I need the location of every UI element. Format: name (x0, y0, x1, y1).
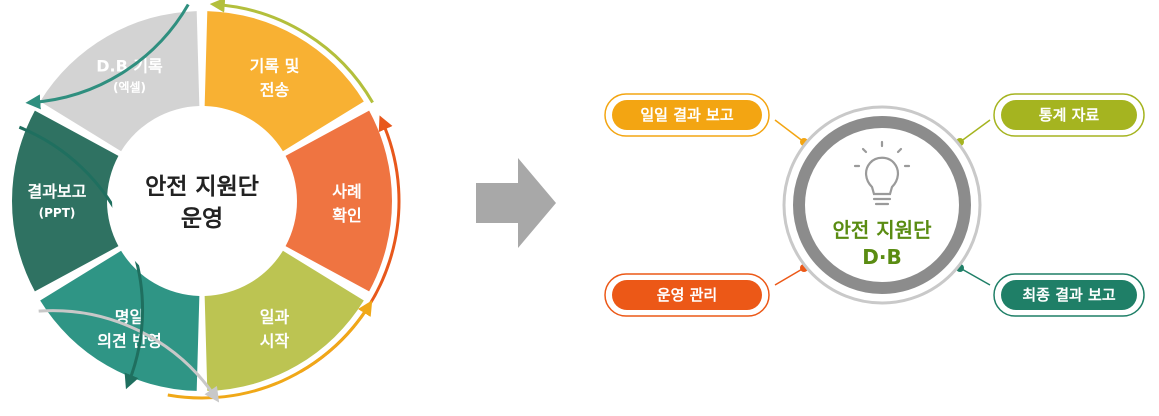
cycle-segment-result-report-line2: (PPT) (39, 206, 76, 220)
connector-operation (774, 267, 805, 286)
cycle-segment-next-day-opinion-line2: 의견 반영 (97, 332, 161, 351)
db-title-line2: D·B (862, 245, 901, 269)
db-title-line1: 안전 지원단 (833, 218, 933, 242)
cycle-center-title-line2: 운영 (181, 206, 223, 232)
cycle-segment-db-record-line2: (엑셀) (113, 79, 146, 94)
cycle-segment-day-start-line1: 일과 (260, 308, 290, 327)
pill-operation-label: 운영 관리 (657, 286, 717, 304)
pill-final-report: 최종 결과 보고 (993, 273, 1145, 317)
pill-operation: 운영 관리 (604, 273, 770, 317)
db-diagram: 안전 지원단 D·B 일일 결과 보고 통계 자료 운영 관리 최종 결과 보고 (604, 93, 1145, 317)
cycle-arrow-4 (38, 309, 220, 403)
cycle-segment-day-start (204, 250, 364, 391)
cycle-segment-day-start-line2: 시작 (260, 332, 290, 351)
cycle-center-disc (112, 111, 292, 291)
pill-final-report-label: 최종 결과 보고 (1022, 286, 1115, 304)
cycle-segment-result-report-line1: 결과보고 (28, 182, 87, 201)
cycle-segment-record-send (204, 11, 364, 152)
lightbulb-icon (853, 140, 911, 206)
right-arrow-icon (476, 158, 556, 248)
connector-final-report (959, 267, 991, 286)
cycle-segment-case-check-line2: 확인 (332, 206, 361, 225)
cycle-arrow-3 (167, 300, 373, 400)
cycle-segment-result-report (11, 110, 119, 292)
connector-daily-report (774, 119, 805, 143)
cycle-arrows (18, 0, 401, 403)
connector-statistics (959, 119, 991, 143)
pill-statistics: 통계 자료 (993, 93, 1145, 137)
pill-daily-report-label: 일일 결과 보고 (640, 106, 733, 124)
cycle-segment-case-check-line1: 사례 (332, 182, 361, 201)
cycle-segment-record-send-line2: 전송 (260, 80, 290, 99)
cycle-segment-db-record (40, 11, 200, 152)
cycle-segment-record-send-line1: 기록 및 (250, 56, 300, 75)
cycle-center-title-line1: 안전 지원단 (145, 174, 259, 200)
cycle-arrow-6 (25, 3, 190, 110)
cycle-arrow-1 (209, 0, 374, 104)
cycle-segment-db-record-line1: D.B 기록 (96, 56, 163, 75)
cycle-segment-case-check (285, 110, 392, 292)
cycle-segment-next-day-opinion (40, 250, 200, 391)
pill-daily-report: 일일 결과 보고 (604, 93, 770, 137)
pill-statistics-label: 통계 자료 (1039, 106, 1100, 124)
